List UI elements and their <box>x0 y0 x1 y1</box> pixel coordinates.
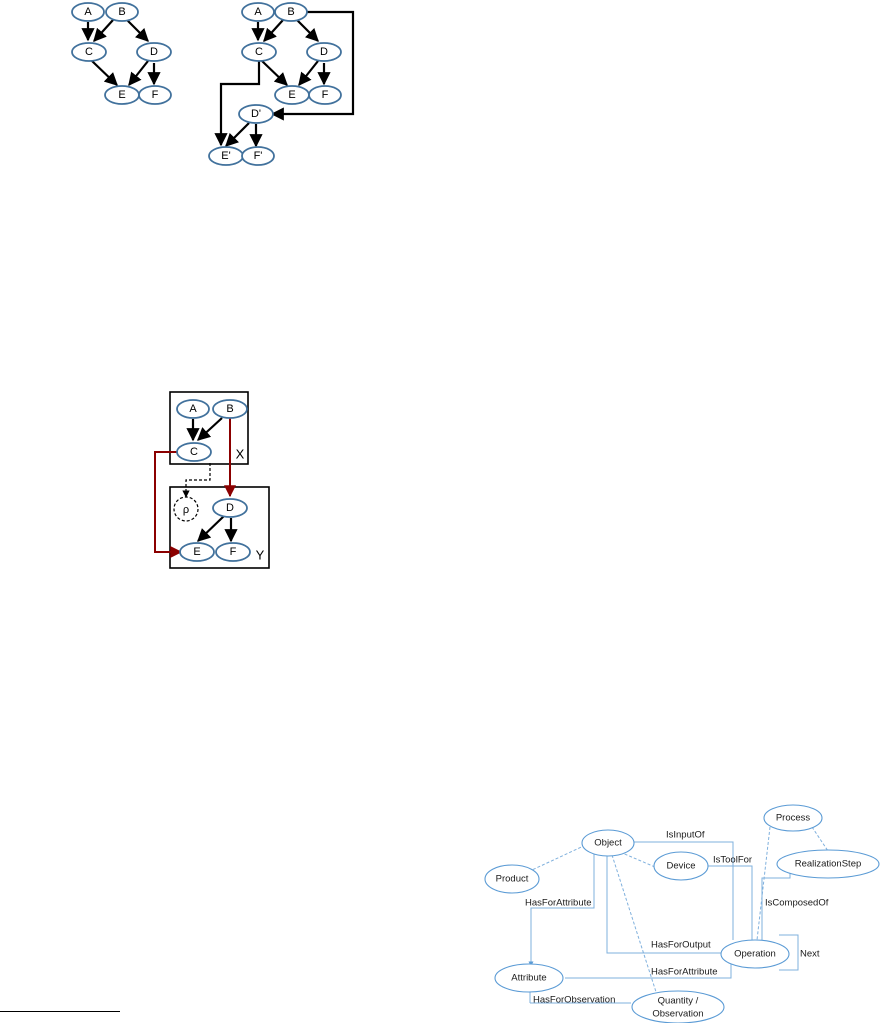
dag-original: A B C D E F <box>72 3 171 104</box>
edge-c-e <box>262 61 287 85</box>
node-c-label: C <box>85 46 93 58</box>
node-product-label: Product <box>496 874 529 885</box>
node-b-label: B <box>287 6 294 18</box>
node-quantity-label-line1: Quantity / <box>658 996 699 1007</box>
dag-partitioned: X Y A B C D E F ρ <box>155 392 269 568</box>
edge-is-tool-for <box>708 866 752 942</box>
edge-b-c <box>94 20 113 41</box>
ontology-diagram: Object Product Device Process Realizatio… <box>485 805 879 1023</box>
node-e-label: E <box>288 89 295 101</box>
node-f-label: F <box>152 89 159 101</box>
edge-b-d <box>127 20 148 41</box>
node-device-label: Device <box>666 861 695 872</box>
edge-d-e <box>129 61 148 85</box>
edge-process-operation <box>757 827 770 940</box>
node-object-label: Object <box>594 838 622 849</box>
edge-label-has-for-output: HasForOutput <box>651 940 711 951</box>
node-fprime-label: F' <box>254 150 263 162</box>
node-rho-label: ρ <box>183 504 189 516</box>
edge-label-is-composed-of: IsComposedOf <box>765 898 829 909</box>
edge-d-e <box>299 61 318 85</box>
edge-object-product <box>532 843 590 870</box>
node-realization-step-label: RealizationStep <box>795 859 862 870</box>
node-process-label: Process <box>776 813 811 824</box>
node-c-label: C <box>255 46 263 58</box>
edge-label-has-for-observation: HasForObservation <box>533 995 615 1006</box>
node-e-label: E <box>193 546 200 558</box>
edge-process-realization <box>812 827 828 851</box>
node-operation-label: Operation <box>734 949 776 960</box>
edge-b-d <box>297 20 318 41</box>
node-a-label: A <box>84 6 92 18</box>
node-d-label: D <box>226 502 234 514</box>
edge-dprime-eprime <box>226 123 249 146</box>
box-y-label: Y <box>256 548 265 563</box>
edge-label-has-for-attribute-2: HasForAttribute <box>651 967 718 978</box>
node-a-label: A <box>254 6 262 18</box>
edge-label-next: Next <box>800 949 820 960</box>
edge-c-rho-dashed <box>186 463 210 497</box>
node-d-label: D <box>320 46 328 58</box>
node-c-label: C <box>190 446 198 458</box>
node-f-label: F <box>230 546 237 558</box>
footnote-rule <box>0 1011 120 1012</box>
node-attribute-label: Attribute <box>511 973 546 984</box>
node-f-label: F <box>322 89 329 101</box>
edge-c-e <box>92 61 117 85</box>
node-quantity-label-line2: Observation <box>652 1009 703 1020</box>
edge-label-has-for-attribute-1: HasForAttribute <box>525 898 592 909</box>
edge-b-c <box>264 20 283 41</box>
node-eprime-label: E' <box>221 150 230 162</box>
dag-duplicated: A B C D E F D' E' F' <box>209 3 353 165</box>
edge-b-c <box>198 418 222 440</box>
node-e-label: E <box>118 89 125 101</box>
edge-d-e <box>198 516 224 541</box>
box-x-label: X <box>236 447 245 462</box>
edge-label-is-tool-for: IsToolFor <box>713 855 752 866</box>
node-dprime-label: D' <box>251 108 261 120</box>
edge-label-is-input-of: IsInputOf <box>666 830 705 841</box>
node-b-label: B <box>226 403 233 415</box>
node-a-label: A <box>189 403 197 415</box>
node-d-label: D <box>150 46 158 58</box>
node-b-label: B <box>118 6 125 18</box>
